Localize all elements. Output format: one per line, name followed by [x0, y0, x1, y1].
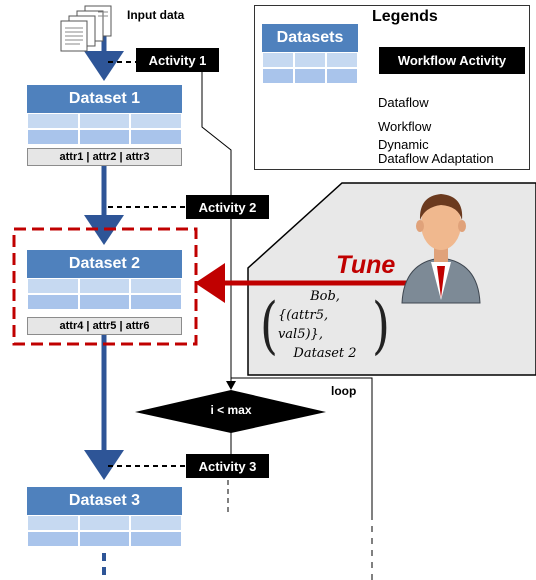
tune-label: Tune: [336, 251, 396, 279]
tuple-change: {(attr5, val5)},: [277, 308, 329, 342]
activity-3: Activity 3: [186, 454, 269, 478]
dataset-3-title: Dataset 3: [27, 487, 182, 515]
legend-dataflow-label: Dataflow: [378, 95, 429, 110]
user-avatar-icon: [401, 194, 481, 304]
document-stack-icon: [60, 5, 112, 52]
loop-condition-label: i < max: [210, 403, 252, 417]
loop-condition-diamond: [135, 390, 326, 433]
legend-activity-sample: Workflow Activity: [379, 47, 525, 74]
legend-dataset-sample: Datasets: [262, 24, 358, 84]
adaptation-tuple: ( Bob, {(attr5, val5)}, Dataset 2 ): [260, 288, 390, 362]
dataset-1-grid: [27, 113, 182, 145]
dataset-1-title: Dataset 1: [27, 85, 182, 113]
loop-frame: [231, 377, 373, 580]
dataset-3-grid: [27, 515, 182, 547]
tuple-user: Bob,: [310, 289, 340, 304]
loop-label: loop: [331, 384, 357, 398]
legend-adaptation-label-1: Dynamic: [378, 137, 429, 152]
tuple-close-paren: ): [372, 288, 390, 362]
tuple-open-paren: (: [260, 288, 278, 362]
dataset-2-attributes: attr4 | attr5 | attr6: [27, 317, 182, 335]
tuple-target: Dataset 2: [293, 346, 357, 361]
dataset-2: Dataset 2: [27, 250, 182, 310]
dataset-3: Dataset 3: [27, 487, 182, 547]
legend-workflow-label: Workflow: [378, 119, 432, 134]
legend-dataset-grid: [262, 52, 358, 84]
legend-adaptation-label-2: Dataflow Adaptation: [378, 151, 494, 166]
input-data-label: Input data: [127, 8, 185, 22]
activity-2: Activity 2: [186, 195, 269, 219]
activity-1: Activity 1: [136, 48, 219, 72]
dataset-1-attributes: attr1 | attr2 | attr3: [27, 148, 182, 166]
dataset-2-grid: [27, 278, 182, 310]
legend-dataset-label: Datasets: [262, 24, 358, 52]
workflow-line: [201, 68, 232, 378]
legend-title: Legends: [372, 8, 438, 25]
dataset-1: Dataset 1: [27, 85, 182, 145]
dataset-2-title: Dataset 2: [27, 250, 182, 278]
